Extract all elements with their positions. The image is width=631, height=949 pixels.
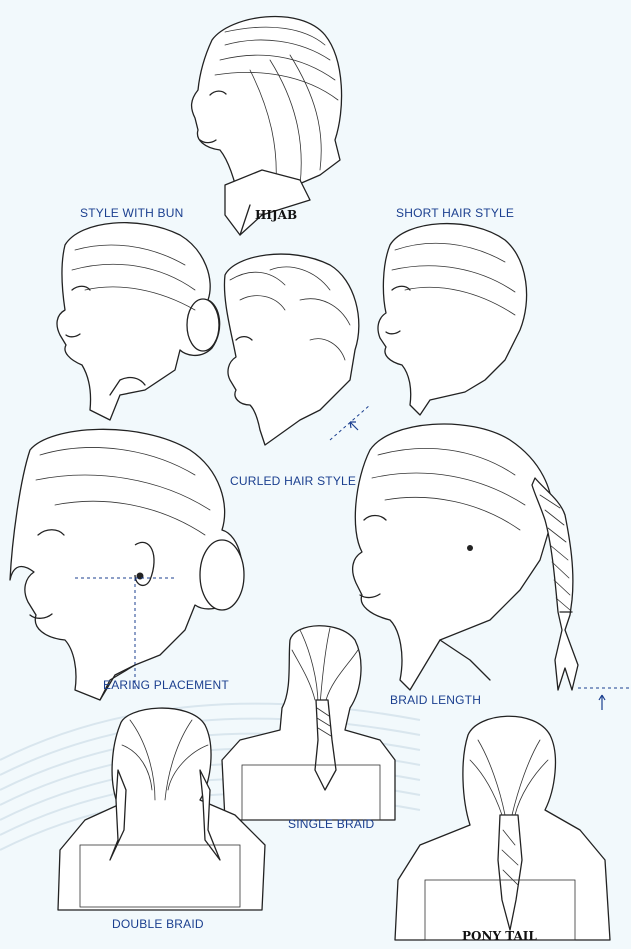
style-with-bun-label: STYLE WITH BUN — [80, 206, 183, 220]
bun-style-figure — [57, 223, 220, 420]
pony-tail-figure — [395, 716, 610, 940]
single-braid-figure — [222, 626, 395, 820]
braid-length-label: BRAID LENGTH — [390, 693, 481, 707]
short-hair-style-label: SHORT HAIR STYLE — [396, 206, 514, 220]
earing-placement-figure — [10, 429, 244, 700]
pony-tail-label: PONY TAIL — [462, 929, 537, 943]
hijab-figure — [192, 16, 342, 235]
single-braid-label: SINGLE BRAID — [288, 817, 374, 831]
curled-hair-style-label: CURLED HAIR STYLE — [230, 474, 356, 488]
double-braid-label: DOUBLE BRAID — [112, 917, 204, 931]
short-hair-figure — [378, 224, 527, 415]
braid-length-figure — [353, 424, 631, 710]
hijab-label: HIJAB — [255, 208, 297, 222]
earing-placement-label: EARING PLACEMENT — [103, 678, 229, 692]
curled-style-figure — [224, 254, 370, 445]
